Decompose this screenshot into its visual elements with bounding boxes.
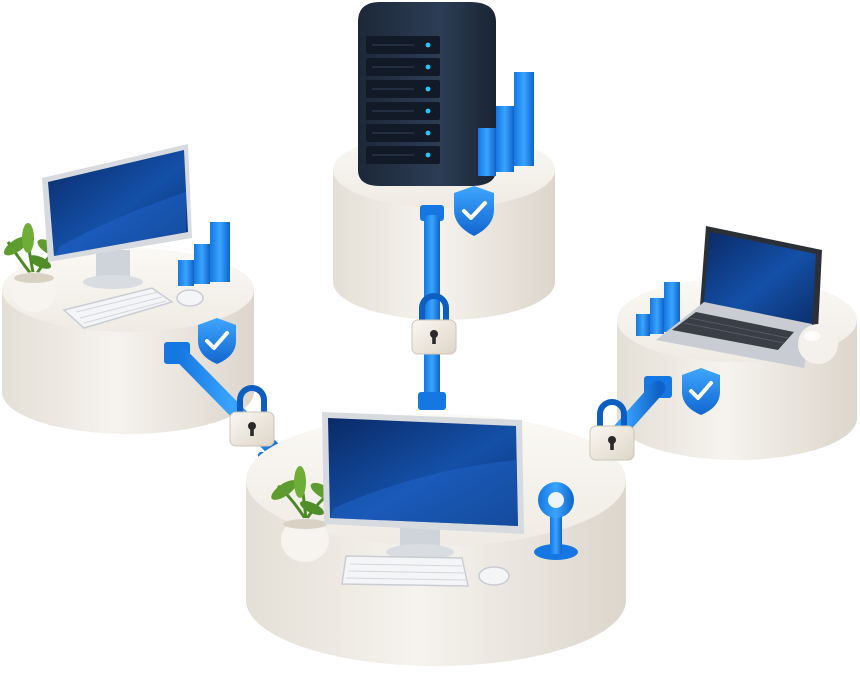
laptop-icon [656,226,822,368]
bar-chart-icon [478,72,534,176]
server-icon [358,2,496,186]
mouse-icon [176,289,204,307]
shield-check-icon [198,318,236,364]
shield-check-icon [454,186,494,236]
bar-chart-icon [178,222,230,286]
keyboard-icon [341,555,469,587]
padlock-icon [589,399,635,461]
desktop-monitor-icon [42,144,192,289]
padlock-icon [229,385,275,447]
keyboard-icon [62,287,174,329]
plant-icon [4,223,63,312]
padlock-icon [411,293,457,355]
sphere-decoration [798,324,838,364]
key-icon [534,482,578,560]
desktop-monitor-icon [322,412,524,560]
mouse-icon [478,566,510,586]
shield-check-icon [682,368,720,415]
link-server-to-central [418,205,446,410]
bar-chart-icon [636,282,680,336]
